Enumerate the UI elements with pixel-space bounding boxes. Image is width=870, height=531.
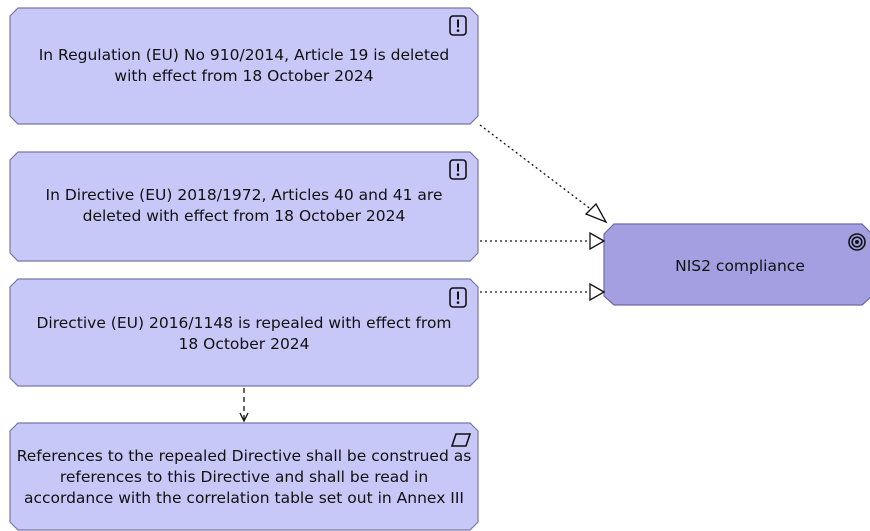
node-regulation-910-text: In Regulation (EU) No 910/2014, Article … [38, 46, 450, 85]
exclamation-icon [449, 159, 467, 180]
node-nis2-text: NIS2 compliance [675, 256, 805, 275]
edge-directive-2018-to-nis2 [480, 231, 606, 251]
target-icon [848, 233, 866, 251]
exclamation-icon [449, 287, 467, 308]
node-references-shape[interactable] [9, 422, 479, 531]
edge-directive-2016-to-nis2 [480, 282, 606, 302]
node-references-text: References to the repealed Directive sha… [16, 446, 472, 507]
node-directive-2016-shape[interactable] [9, 278, 479, 387]
edge-regulation-910-to-nis2 [479, 124, 608, 224]
parallelogram-icon [450, 433, 472, 447]
node-regulation-910-shape[interactable] [9, 7, 479, 125]
node-directive-2016-text: Directive (EU) 2016/1148 is repealed wit… [36, 314, 452, 353]
node-directive-2018-text: In Directive (EU) 2018/1972, Articles 40… [45, 186, 443, 225]
node-directive-2018-shape[interactable] [9, 151, 479, 262]
node-nis2-shape[interactable] [603, 223, 870, 306]
edge-directive-2016-to-references [239, 388, 249, 423]
exclamation-icon [449, 15, 467, 36]
